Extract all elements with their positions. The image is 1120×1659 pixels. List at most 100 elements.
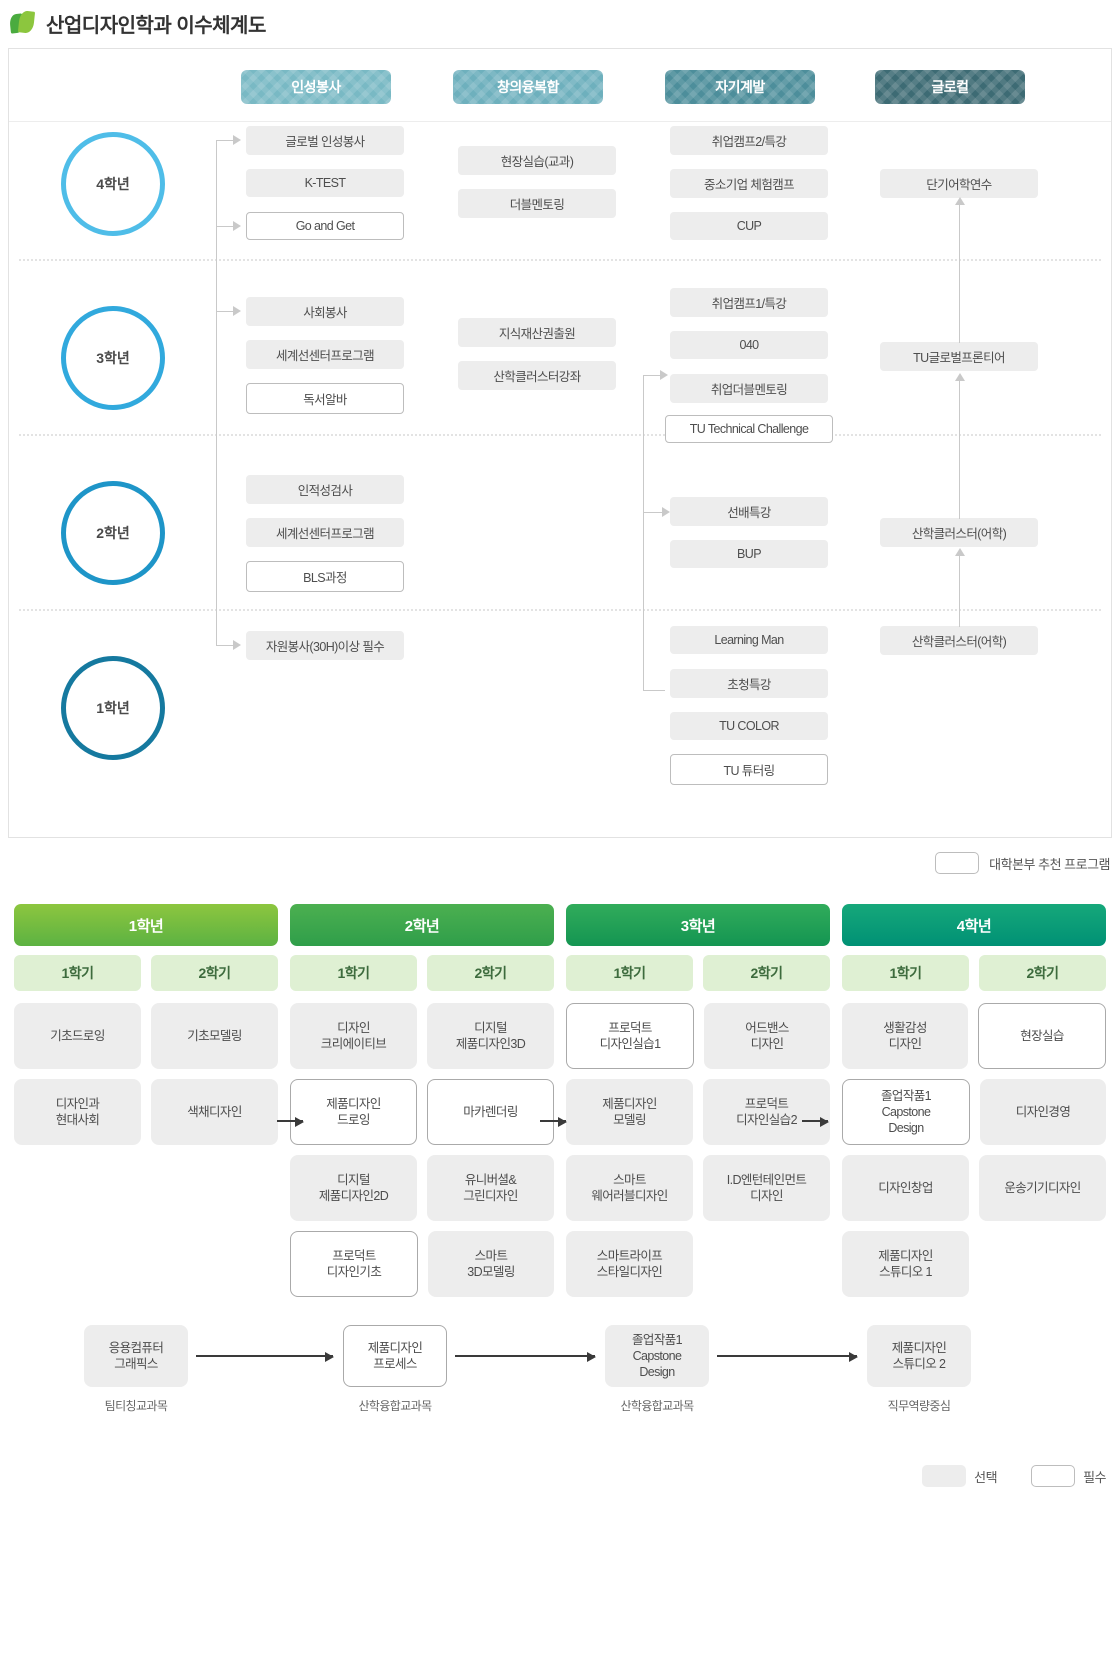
cell-y1-jagi-3[interactable]: TU COLOR — [670, 712, 828, 740]
cell-y2-inseong-3[interactable]: BLS과정 — [246, 561, 404, 592]
semester-2-2[interactable]: 2학기 — [427, 955, 554, 991]
year-divider-3-2 — [19, 434, 1101, 436]
course-box[interactable]: 운송기기디자인 — [979, 1155, 1106, 1221]
category-pill-changui[interactable]: 창의융복합 — [453, 70, 603, 104]
curriculum-year-4[interactable]: 4학년 — [842, 904, 1106, 946]
course-box[interactable]: 기초드로잉 — [14, 1003, 141, 1069]
cell-y1-glocal-1[interactable]: 산학클러스터(어학) — [880, 626, 1038, 655]
cell-y1-jagi-4[interactable]: TU 튜터링 — [670, 754, 828, 785]
cell-y3-jagi-2[interactable]: 040 — [670, 331, 828, 359]
cell-y3-jagi-1[interactable]: 취업캠프1/특강 — [670, 288, 828, 317]
cell-y4-inseong-3[interactable]: Go and Get — [246, 212, 404, 240]
semester-4-2[interactable]: 2학기 — [979, 955, 1106, 991]
semester-4-1[interactable]: 1학기 — [842, 955, 969, 991]
cell-y4-jagi-1[interactable]: 취업캠프2/특강 — [670, 126, 828, 155]
legend-swatch-recommended — [935, 852, 980, 874]
cell-y2-jagi-2[interactable]: BUP — [670, 540, 828, 568]
curriculum-year-3[interactable]: 3학년 — [566, 904, 830, 946]
cell-y3-inseong-1[interactable]: 사회봉사 — [246, 297, 404, 326]
cell-y3-changui-1[interactable]: 지식재산권출원 — [458, 318, 616, 347]
connector-h-jagi-a — [643, 375, 663, 376]
cell-y3-changui-2[interactable]: 산학클러스터강좌 — [458, 361, 616, 390]
year-circle-4: 4학년 — [61, 132, 165, 236]
cell-y4-changui-1[interactable]: 현장실습(교과) — [458, 146, 616, 175]
course-box[interactable]: 디자인창업 — [842, 1155, 969, 1221]
category-pill-jagigyebal[interactable]: 자기계발 — [665, 70, 815, 104]
cell-y4-jagi-2[interactable]: 중소기업 체험캠프 — [670, 169, 828, 198]
cell-y2-glocal-1[interactable]: 산학클러스터(어학) — [880, 518, 1038, 547]
semester-1-2[interactable]: 2학기 — [151, 955, 278, 991]
cell-y4-jagi-3[interactable]: CUP — [670, 212, 828, 240]
curriculum-year-2[interactable]: 2학년 — [290, 904, 554, 946]
cell-y2-inseong-1[interactable]: 인적성검사 — [246, 475, 404, 504]
arrow-glocal-up-3 — [955, 548, 965, 556]
connector-spine-jagi — [643, 375, 644, 690]
course-box[interactable]: 유니버셜&그린디자인 — [427, 1155, 554, 1221]
cell-y1-inseong-1[interactable]: 자원봉사(30H)이상 필수 — [246, 631, 404, 660]
semester-2-1[interactable]: 1학기 — [290, 955, 417, 991]
cell-y3-inseong-2[interactable]: 세계선센터프로그램 — [246, 340, 404, 369]
category-pill-inseong[interactable]: 인성봉사 — [241, 70, 391, 104]
cell-y2-jagi-1[interactable]: 선배특강 — [670, 497, 828, 526]
arrow-y4-goandget — [233, 221, 241, 231]
cell-y2-inseong-2[interactable]: 세계선센터프로그램 — [246, 518, 404, 547]
course-box[interactable]: 기초모델링 — [151, 1003, 278, 1069]
cell-y4-inseong-1[interactable]: 글로벌 인성봉사 — [246, 126, 404, 155]
cell-y1-jagi-1[interactable]: Learning Man — [670, 626, 828, 654]
cell-y4-glocal-1[interactable]: 단기어학연수 — [880, 169, 1038, 198]
course-legend: 선택 필수 — [0, 1465, 1106, 1487]
year-divider-2-1 — [19, 609, 1101, 611]
course-box[interactable]: 현장실습 — [978, 1003, 1106, 1069]
connector-h-jagi-b — [643, 512, 665, 513]
curriculum-section: 1학년 2학년 3학년 4학년 1학기 2학기 1학기 2학기 1학기 2학기 … — [14, 904, 1106, 1297]
year-divider-4-3 — [19, 259, 1101, 261]
course-slot-empty — [151, 1231, 278, 1297]
cell-y3-jagi-3[interactable]: 취업더블멘토링 — [670, 374, 828, 403]
category-pill-glocal[interactable]: 글로컬 — [875, 70, 1025, 104]
cell-y4-inseong-2[interactable]: K-TEST — [246, 169, 404, 197]
course-box[interactable]: 디자인경영 — [980, 1079, 1106, 1145]
course-box[interactable]: 마카렌더링 — [427, 1079, 554, 1145]
year-circle-1: 1학년 — [61, 656, 165, 760]
connector-h-y1a — [216, 645, 236, 646]
cell-y3-glocal-1[interactable]: TU글로벌프론티어 — [880, 342, 1038, 371]
year-circle-3: 3학년 — [61, 306, 165, 410]
cell-y3-inseong-3[interactable]: 독서알바 — [246, 383, 404, 414]
curriculum-year-1[interactable]: 1학년 — [14, 904, 278, 946]
semester-3-2[interactable]: 2학기 — [703, 955, 830, 991]
cell-y1-jagi-2[interactable]: 초청특강 — [670, 669, 828, 698]
course-box[interactable]: 색채디자인 — [151, 1079, 278, 1145]
cell-y3-jagi-4[interactable]: TU Technical Challenge — [665, 415, 833, 443]
semester-3-1[interactable]: 1학기 — [566, 955, 693, 991]
cell-y4-changui-2[interactable]: 더블멘토링 — [458, 189, 616, 218]
semester-1-1[interactable]: 1학기 — [14, 955, 141, 991]
